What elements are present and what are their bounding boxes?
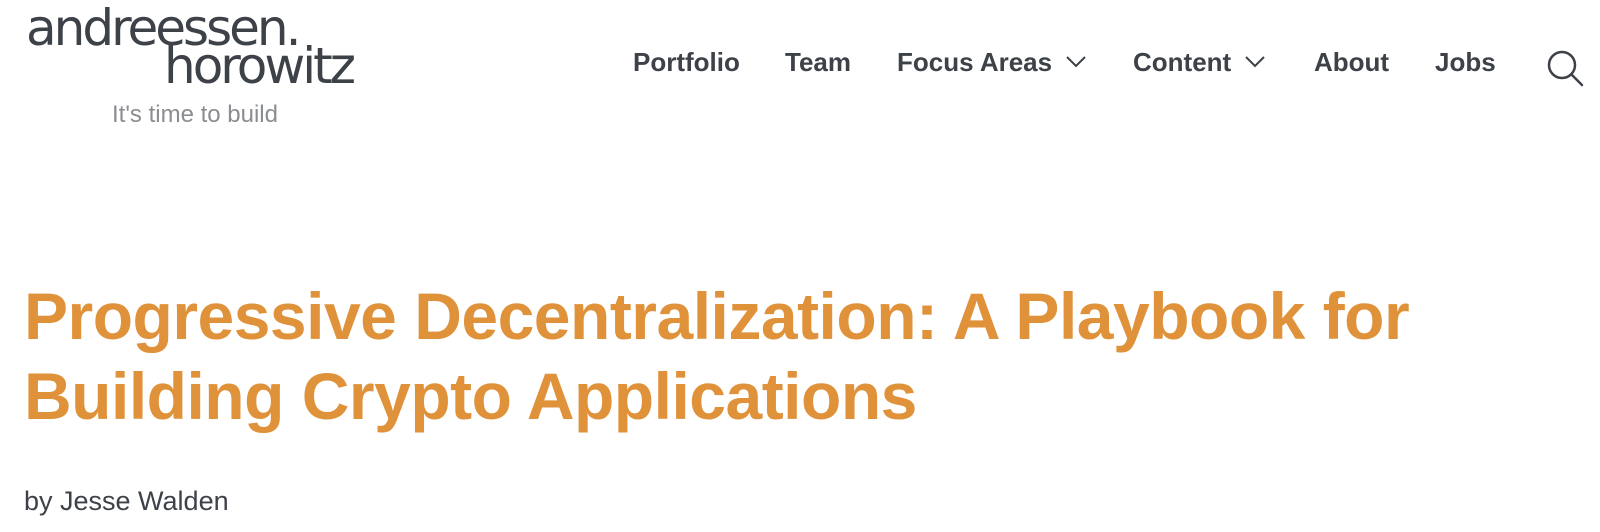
nav-item-portfolio[interactable]: Portfolio (633, 40, 740, 84)
nav-item-label: Content (1133, 46, 1232, 77)
search-icon (1547, 50, 1584, 87)
site-logo[interactable]: andreessen. horowitz (26, 0, 386, 135)
nav-item-team[interactable]: Team (785, 40, 851, 84)
nav-item-focus-areas[interactable]: Focus Areas (897, 40, 1086, 84)
nav-item-label: Portfolio (633, 46, 740, 77)
article-title: Progressive Decentralization: A Playbook… (24, 279, 1410, 433)
search-button[interactable] (1545, 48, 1585, 88)
nav-item-content[interactable]: Content (1133, 40, 1265, 84)
chevron-down-icon (1245, 56, 1265, 68)
nav-item-jobs[interactable]: Jobs (1435, 40, 1496, 84)
nav-item-label: Team (785, 46, 851, 77)
main-nav: Portfolio Team Focus Areas Content About… (0, 40, 1600, 84)
nav-item-label: Jobs (1435, 46, 1496, 77)
nav-item-about[interactable]: About (1314, 40, 1389, 84)
article-byline: by Jesse Walden (24, 486, 229, 516)
nav-item-label: Focus Areas (897, 46, 1053, 77)
logo-text-horowitz: horowitz (164, 37, 356, 95)
nav-item-label: About (1314, 46, 1390, 77)
chevron-down-icon (1066, 56, 1086, 68)
site-tagline: It's time to build (112, 101, 278, 128)
logo-text-andreessen: andreessen. (26, 0, 301, 57)
